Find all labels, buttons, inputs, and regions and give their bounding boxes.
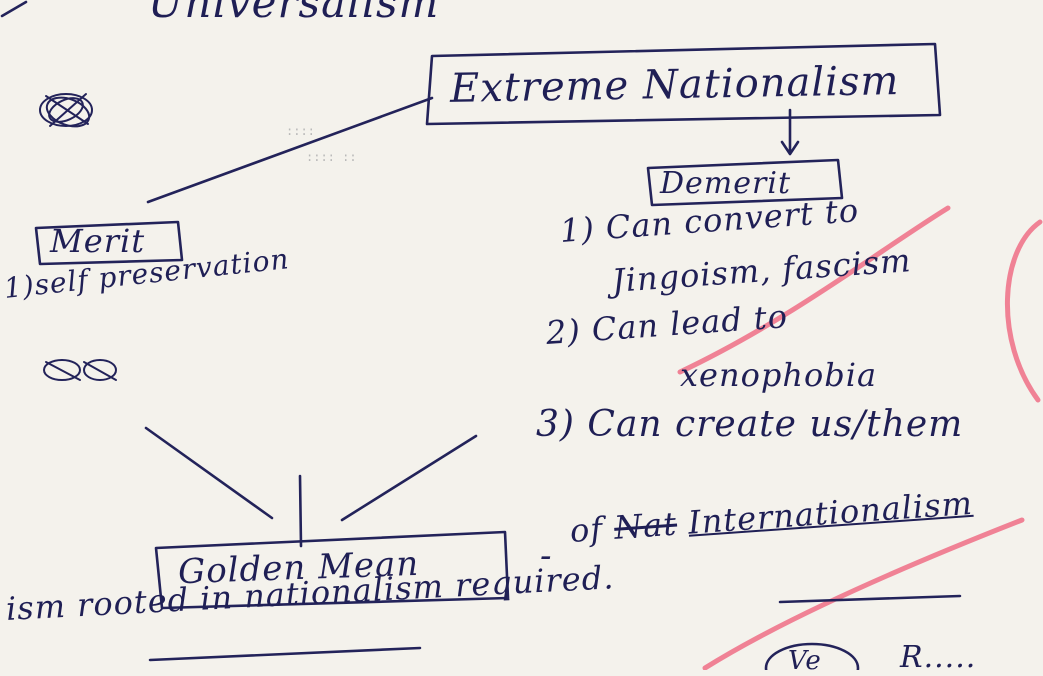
highlighter-stroke-right xyxy=(1004,219,1043,403)
golden-mean-box xyxy=(154,530,510,610)
center-vertical xyxy=(298,474,303,548)
corner-stroke xyxy=(0,0,28,18)
underline-required xyxy=(778,594,962,604)
golden-mean-dash: - xyxy=(540,536,553,576)
struck-word: Nat xyxy=(612,504,679,547)
page-title: Extreme Nationalism xyxy=(449,58,900,112)
demerit-item-2b: xenophobia xyxy=(680,356,878,394)
scribble-mark xyxy=(39,93,93,128)
highlighter-stroke-lower xyxy=(702,517,1025,670)
arrow-to-demerit xyxy=(780,108,800,156)
merit-box xyxy=(34,220,184,266)
title-box xyxy=(425,42,942,126)
bleed-through-text-2: :::: :: xyxy=(306,150,357,164)
demerit-item-3: 3) Can create us/them xyxy=(536,404,964,445)
small-scribble xyxy=(43,359,117,381)
header-word: Universalism xyxy=(148,0,440,27)
highlighter-stroke-upper xyxy=(677,205,951,375)
right-diagonal xyxy=(340,434,478,522)
bleed-through-text: :::: xyxy=(286,124,315,138)
demerit-heading: Demerit xyxy=(660,166,791,201)
demerit-box xyxy=(646,158,844,207)
merit-heading: Merit xyxy=(50,222,146,260)
underline-rooted xyxy=(148,646,422,662)
of-word: of xyxy=(568,509,605,550)
footer-circle-text: Ve xyxy=(788,646,822,676)
footer-fragment: R..... xyxy=(900,640,977,675)
footer-circle xyxy=(764,642,860,670)
left-diagonal xyxy=(144,426,274,520)
line-to-merit xyxy=(146,96,434,204)
